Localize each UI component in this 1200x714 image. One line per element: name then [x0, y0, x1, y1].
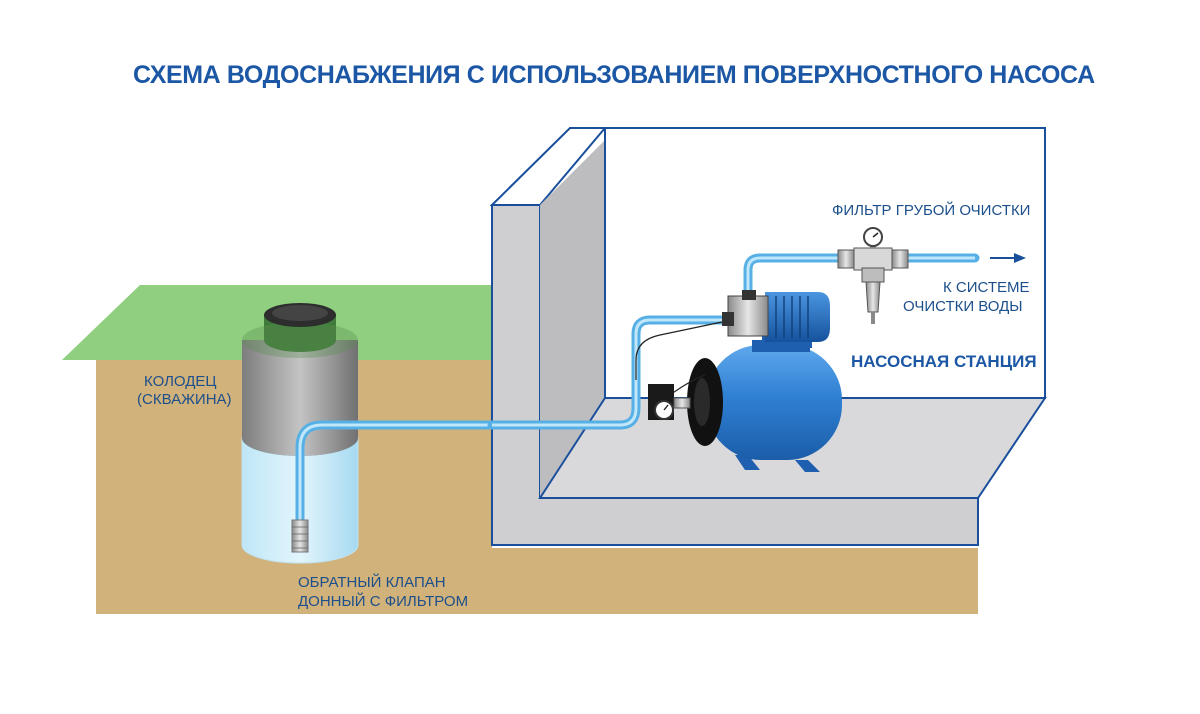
arrow-right-icon: [990, 253, 1026, 263]
label-to-system-line-2: ОЧИСТКИ ВОДЫ: [903, 298, 1023, 315]
coarse-filter-icon: [837, 227, 909, 324]
label-check-valve-line-2: ДОННЫЙ С ФИЛЬТРОМ: [298, 592, 468, 610]
label-check-valve-line-1: ОБРАТНЫЙ КЛАПАН: [298, 573, 446, 591]
label-check-valve: ОБРАТНЫЙ КЛАПАН ДОННЫЙ С ФИЛЬТРОМ: [298, 573, 468, 610]
label-to-system-line-1: К СИСТЕМЕ: [943, 279, 1030, 296]
basement: [489, 127, 1047, 546]
pump: [722, 290, 830, 348]
diagram-title: СХЕМА ВОДОСНАБЖЕНИЯ С ИСПОЛЬЗОВАНИЕМ ПОВ…: [133, 61, 1095, 89]
label-coarse-filter: ФИЛЬТР ГРУБОЙ ОЧИСТКИ: [832, 201, 1030, 219]
outlet-pipe: [743, 253, 980, 303]
label-to-system: К СИСТЕМЕ ОЧИСТКИ ВОДЫ: [903, 279, 1030, 315]
pump-motor-icon: [765, 292, 830, 342]
wall-inner: [540, 140, 605, 498]
label-well-line-2: (СКВАЖИНА): [137, 391, 232, 408]
check-valve-filter-icon: [291, 519, 309, 553]
pressure-switch-icon: [635, 321, 723, 420]
label-pump-station: НАСОСНАЯ СТАНЦИЯ: [851, 352, 1037, 371]
label-well-line-1: КОЛОДЕЦ: [144, 373, 217, 390]
label-well: КОЛОДЕЦ (СКВАЖИНА): [137, 373, 232, 408]
well: [241, 303, 497, 564]
